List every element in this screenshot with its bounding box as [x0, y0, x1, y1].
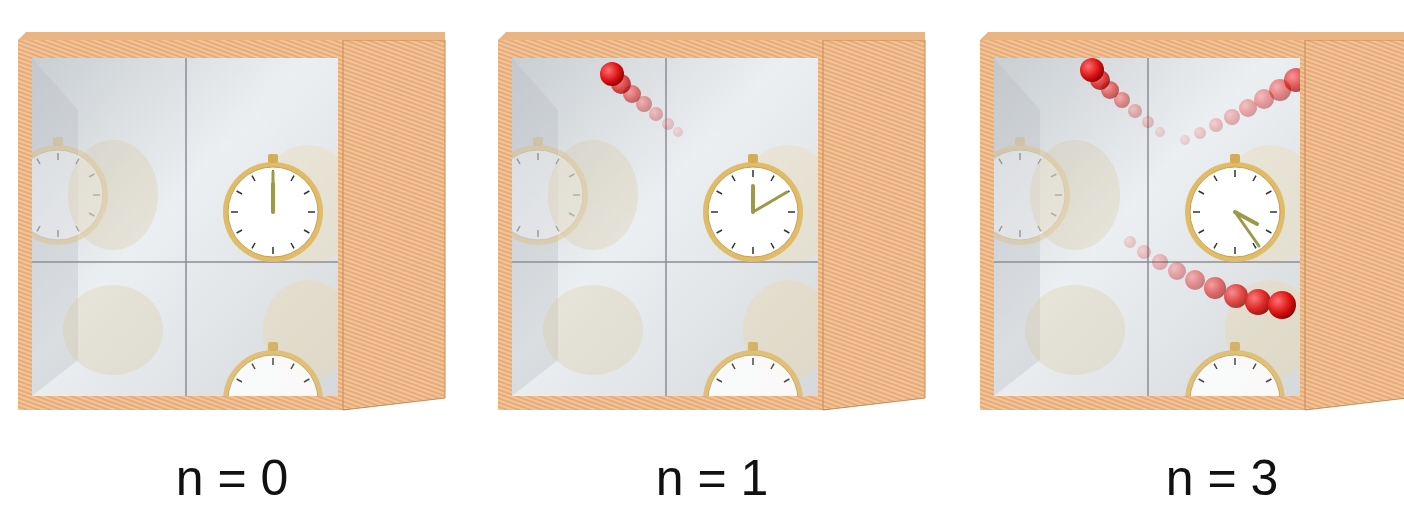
mirror-box [8, 32, 445, 450]
panel-label: n = 0 [176, 453, 289, 503]
photon-trail [1080, 58, 1300, 319]
panel-label: n = 3 [1166, 453, 1279, 503]
mirror-box [488, 32, 925, 450]
mirror-box [970, 32, 1404, 450]
photon-trail [600, 62, 683, 137]
panel-label: n = 1 [656, 453, 769, 503]
